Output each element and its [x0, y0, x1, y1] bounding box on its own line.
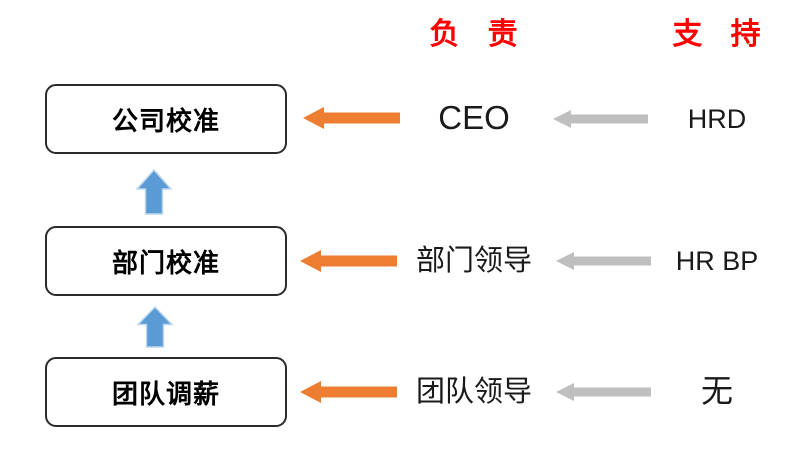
stage-box-label: 公司校准 — [111, 105, 220, 136]
gray-left-arrow-icon — [556, 252, 651, 270]
owner-label-team-leader: 团队领导 — [415, 376, 532, 408]
stage-box-team-salary-adjustment: 团队调薪 — [45, 357, 287, 427]
support-column-header: 支 持 — [672, 18, 763, 51]
stage-box-company-calibration: 公司校准 — [45, 84, 287, 154]
owner-column-header: 负 责 — [429, 18, 520, 51]
owner-label-ceo: CEO — [438, 99, 510, 136]
owner-label-department-leader: 部门领导 — [415, 245, 532, 277]
gray-left-arrow-icon — [556, 383, 651, 401]
stage-box-label: 部门校准 — [111, 247, 220, 278]
orange-left-arrow-icon — [303, 107, 400, 129]
gray-left-arrow-icon — [553, 110, 648, 128]
support-label-hrd: HRD — [687, 104, 747, 134]
stage-box-label: 团队调薪 — [111, 378, 220, 409]
stage-box-department-calibration: 部门校准 — [45, 226, 287, 296]
up-arrow-icon — [136, 169, 172, 215]
support-label-hrbp: HR BP — [675, 246, 759, 276]
orange-left-arrow-icon — [300, 250, 397, 272]
orange-left-arrow-icon — [300, 381, 397, 403]
up-arrow-icon — [137, 306, 173, 348]
support-label-none: 无 — [700, 373, 733, 409]
